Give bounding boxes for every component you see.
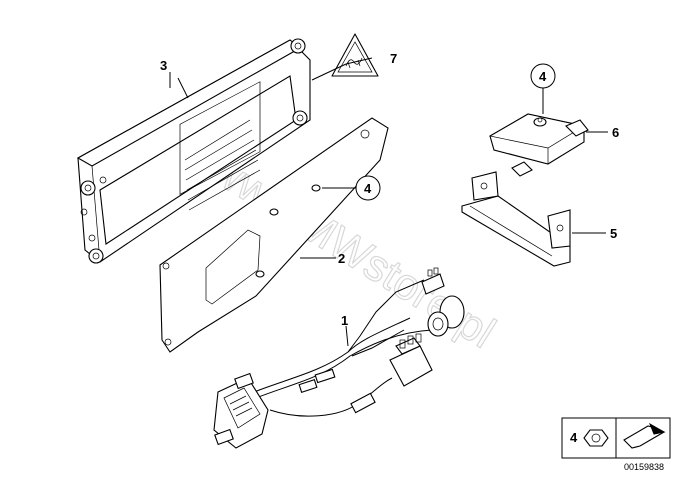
callout-4-bracket-label: 4 bbox=[364, 181, 372, 196]
part-2-bracket-plate[interactable] bbox=[159, 117, 389, 353]
callout-4-module-label: 4 bbox=[539, 69, 547, 84]
callout-2-label: 2 bbox=[338, 251, 345, 266]
callout-7[interactable]: 7 bbox=[390, 51, 397, 66]
legend-qty-label: 4 bbox=[570, 430, 578, 445]
callout-6[interactable]: 6 bbox=[612, 125, 619, 140]
hex-nut-icon bbox=[583, 429, 609, 447]
callout-4-module[interactable]: 4 bbox=[530, 63, 556, 89]
callout-5-label: 5 bbox=[610, 226, 617, 241]
callout-3-label: 3 bbox=[160, 58, 167, 73]
diagram-id: 00159838 bbox=[624, 462, 664, 472]
callout-1-label: 1 bbox=[341, 313, 348, 328]
part-7-warning-label[interactable] bbox=[331, 33, 379, 77]
part-5-mounting-bracket[interactable] bbox=[461, 171, 571, 267]
callout-6-label: 6 bbox=[612, 125, 619, 140]
callout-2[interactable]: 2 bbox=[338, 251, 345, 266]
legend-box: 4 bbox=[561, 417, 671, 459]
callout-5[interactable]: 5 bbox=[610, 226, 617, 241]
next-arrow-icon[interactable] bbox=[623, 422, 666, 449]
callout-4-bracket[interactable]: 4 bbox=[355, 175, 381, 201]
leader-lines bbox=[169, 57, 608, 347]
part-6-antenna-module[interactable] bbox=[489, 113, 589, 177]
callout-7-label: 7 bbox=[390, 51, 397, 66]
part-3-control-unit[interactable] bbox=[76, 38, 311, 264]
part-1-wiring-harness[interactable] bbox=[213, 267, 465, 449]
callout-1[interactable]: 1 bbox=[341, 313, 348, 328]
callout-3[interactable]: 3 bbox=[160, 58, 167, 73]
